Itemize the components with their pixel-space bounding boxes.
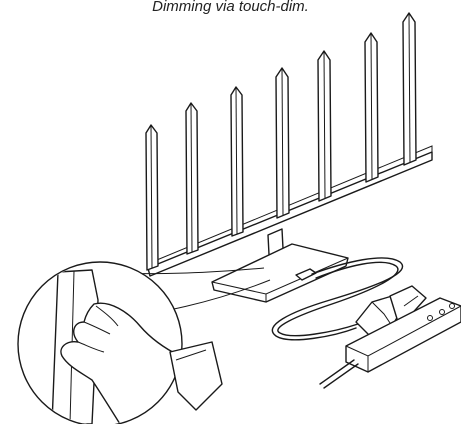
lamp-stand (211, 228, 349, 303)
candle-arm-5 (317, 50, 332, 202)
candle-arm-4 (275, 67, 290, 219)
sleeve (169, 341, 223, 411)
candle-arm-6 (364, 32, 379, 183)
candle-arm-1 (145, 124, 159, 271)
power-cable (271, 257, 404, 341)
hand (60, 302, 181, 424)
candle-lamp (145, 12, 433, 277)
touch-dim-detail (17, 261, 223, 424)
lamp-base (211, 243, 349, 303)
power-strip (319, 297, 461, 389)
candle-arm-2 (185, 102, 199, 255)
candle-arm-7 (402, 12, 417, 166)
candle-arm-3 (230, 86, 244, 237)
caption: Dimming via touch-dim. (152, 0, 309, 15)
